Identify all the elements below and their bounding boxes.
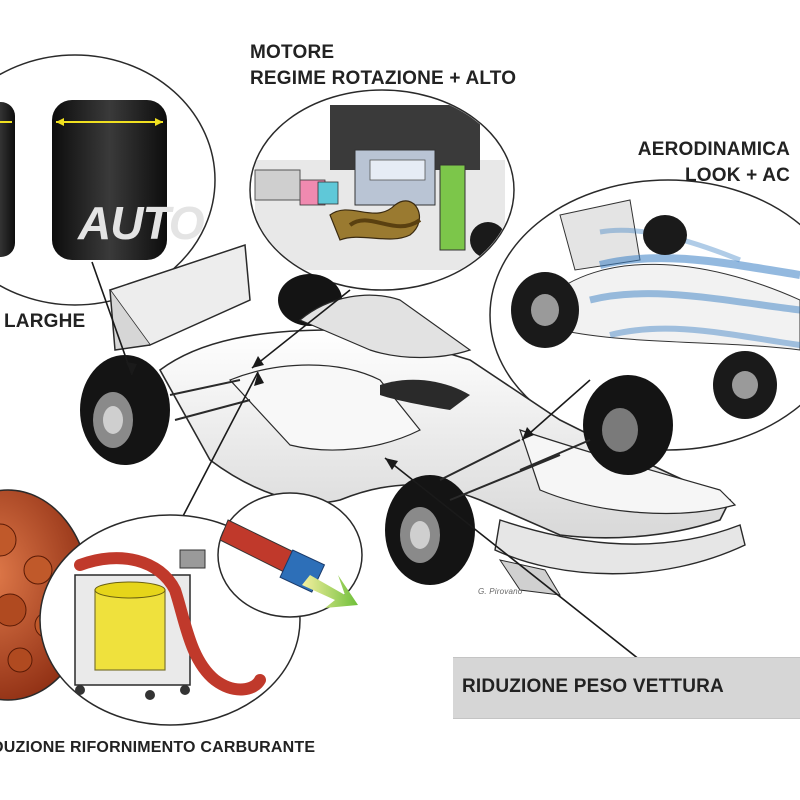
aero-label-line2: LOOK + AC (685, 165, 791, 186)
aero-label-line1: AERODINAMICA (637, 139, 791, 160)
artist-signature: G. Pirovano (478, 587, 523, 596)
fuel-tank (94, 589, 166, 671)
refuel-label: DUZIONE RIFORNIMENTO CARBURANTE (0, 739, 316, 756)
front-wing (494, 519, 746, 575)
nozzle-detail-circle (217, 492, 363, 618)
narrow-tyre (0, 102, 15, 257)
watermark: AUTO (78, 197, 204, 249)
weight-label-box (453, 657, 800, 719)
engine-label-line1: MOTORE (250, 42, 335, 63)
engine-label: MOTORE REGIME ROTAZIONE + ALTO (250, 40, 516, 92)
flow-arrow (302, 575, 358, 608)
engine-label-line2: REGIME ROTAZIONE + ALTO (250, 68, 517, 89)
wide-tyre (52, 100, 167, 260)
aero-label: AERODINAMICA LOOK + AC (615, 137, 790, 189)
weight-label: RIDUZIONE PESO VETTURA (462, 676, 724, 697)
callout-arrowheads (126, 356, 534, 470)
fuel-hose (74, 552, 266, 696)
tyres-detail-circle (0, 54, 216, 306)
engine-detail-circle (249, 89, 515, 291)
tyres-label: LARGHE (4, 311, 86, 332)
rear-wing (108, 243, 251, 346)
aero-detail-circle (489, 179, 800, 451)
f1-car (80, 243, 746, 596)
